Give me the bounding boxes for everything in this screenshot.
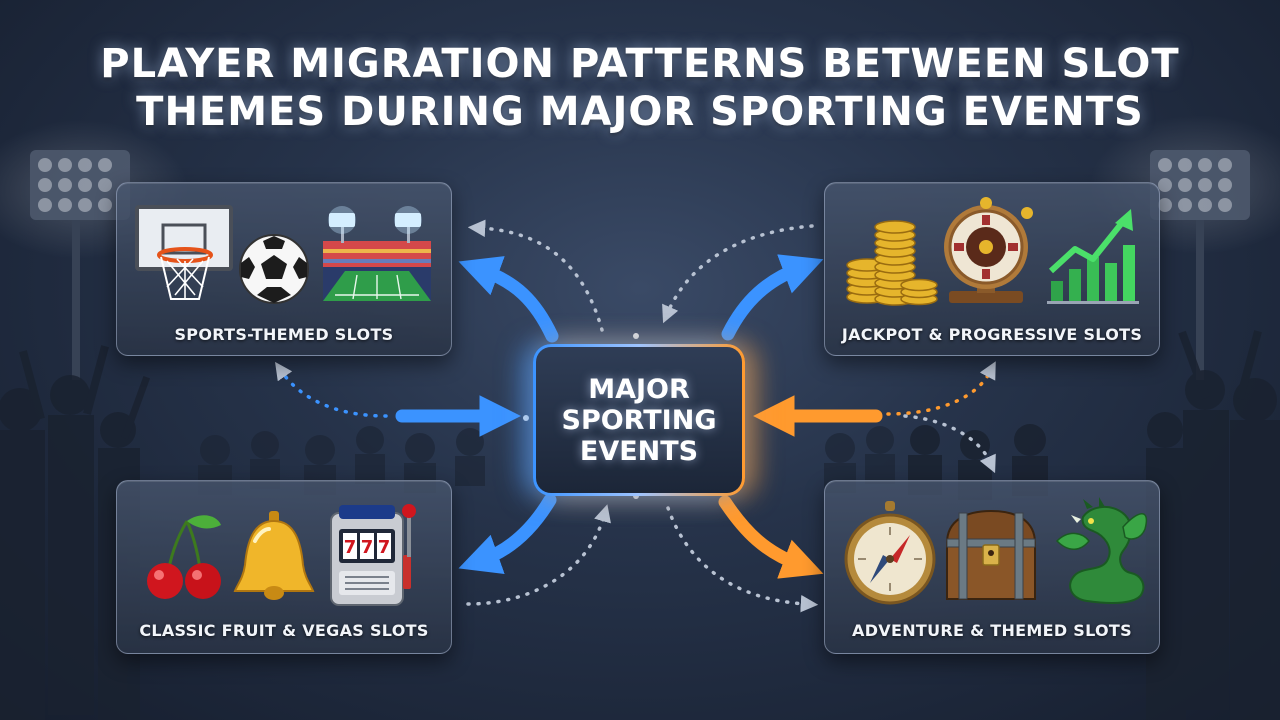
soccer-ball-icon <box>239 234 309 304</box>
prize-wheel-icon <box>944 197 1033 303</box>
svg-text:7: 7 <box>361 537 374 558</box>
flow-hub-to-sports <box>458 256 559 343</box>
svg-text:7: 7 <box>344 537 357 558</box>
node-label-sports: SPORTS-THEMED SLOTS <box>174 325 394 344</box>
growth-chart-icon <box>1047 209 1139 304</box>
node-jackpot-progressive-slots: JACKPOT & PROGRESSIVE SLOTS <box>824 182 1160 356</box>
title-line-1: PLAYER MIGRATION PATTERNS BETWEEN SLOT <box>100 41 1180 87</box>
coin-stack-icon <box>846 220 938 306</box>
cherries-icon <box>147 515 221 599</box>
dotted-flow-to-adventure <box>666 506 819 613</box>
dragon-icon <box>1055 497 1148 604</box>
page-title: PLAYER MIGRATION PATTERNS BETWEEN SLOT T… <box>0 40 1280 136</box>
compass-icon <box>844 501 936 605</box>
flow-hub-to-classic <box>458 493 557 574</box>
dotted-flow-to-sports-lower <box>275 361 388 418</box>
sports-icons <box>135 205 431 304</box>
dotted-flow-to-adventure-upper <box>903 414 996 474</box>
dotted-flow-to-jackpot-lower <box>886 361 996 416</box>
hub-label-line-2: SPORTING <box>561 404 717 436</box>
node-label-adventure: ADVENTURE & THEMED SLOTS <box>852 621 1132 640</box>
left-floodlight-icon <box>0 120 190 380</box>
hub-label-line-1: MAJOR <box>588 373 690 405</box>
node-classic-fruit-vegas-slots: 7 7 7 CLASSIC FRUIT & VEGAS SLOTS <box>116 480 452 654</box>
flow-hub-to-jackpot <box>721 254 824 341</box>
svg-text:7: 7 <box>378 537 391 558</box>
crowd-left <box>0 345 151 720</box>
hub-label-line-3: EVENTS <box>579 435 699 467</box>
crowd-middle <box>198 426 895 495</box>
dotted-flow-to-sports <box>467 219 604 332</box>
jackpot-icons <box>846 197 1139 306</box>
treasure-chest-icon <box>945 509 1037 600</box>
classic-icons: 7 7 7 <box>147 504 416 606</box>
node-adventure-themed-slots: ADVENTURE & THEMED SLOTS <box>824 480 1160 654</box>
node-label-classic: CLASSIC FRUIT & VEGAS SLOTS <box>139 621 429 640</box>
bell-icon <box>233 511 315 600</box>
node-sports-themed-slots: SPORTS-THEMED SLOTS <box>116 182 452 356</box>
hub-major-sporting-events: MAJOR SPORTING EVENTS <box>533 344 745 496</box>
flow-hub-to-adventure <box>718 495 824 579</box>
node-label-jackpot: JACKPOT & PROGRESSIVE SLOTS <box>841 325 1143 344</box>
title-line-2: THEMES DURING MAJOR SPORTING EVENTS <box>136 89 1144 135</box>
adventure-icons <box>844 497 1148 605</box>
slot-machine-icon: 7 7 7 <box>330 504 416 606</box>
hub-label: MAJOR SPORTING EVENTS <box>536 374 742 467</box>
stadium-icon <box>323 206 431 301</box>
basketball-hoop-icon <box>135 205 233 300</box>
